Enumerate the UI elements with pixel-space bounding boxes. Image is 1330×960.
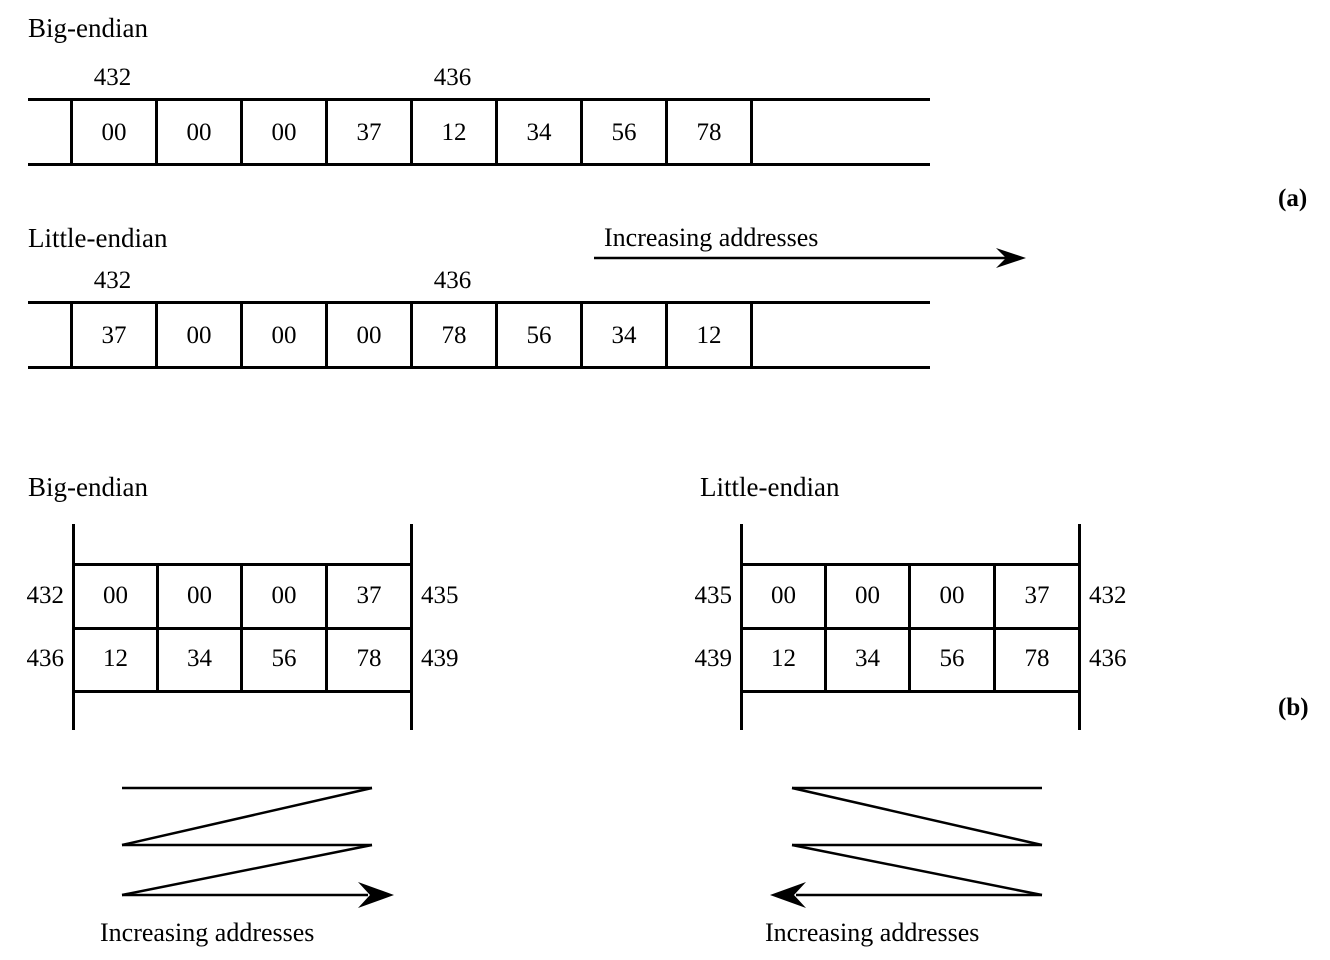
grid-byte-cell: 00 xyxy=(939,581,965,609)
grid-row-right-address: 432 xyxy=(1089,581,1127,609)
grid-byte-cell: 12 xyxy=(103,645,128,672)
part-a-little-endian-tape: 37 00 00 00 78 56 34 12 xyxy=(28,301,930,369)
tape-byte-cell: 37 xyxy=(356,118,382,146)
grid-byte-cell: 78 xyxy=(356,645,382,672)
tape-byte-cell: 78 xyxy=(441,321,467,349)
grid-row-left-address: 432 xyxy=(26,581,65,609)
part-a-increasing-addresses-label: Increasing addresses xyxy=(604,223,819,252)
tape-divider xyxy=(70,101,73,163)
tape-bottom-rail xyxy=(28,366,930,369)
tape-divider xyxy=(410,101,413,163)
grid-byte-cell: 00 xyxy=(771,581,796,609)
grid-byte-cell: 34 xyxy=(855,645,880,672)
grid-row-right-address: 435 xyxy=(421,581,459,609)
tape-divider xyxy=(155,101,158,163)
grid-byte-cell: 56 xyxy=(939,645,965,672)
part-a-little-endian-address-436: 436 xyxy=(433,267,472,294)
tape-divider xyxy=(70,304,73,366)
tape-divider xyxy=(665,101,668,163)
grid-byte-cell: 00 xyxy=(271,581,297,609)
grid-row-left-address: 439 xyxy=(694,645,733,672)
part-a-little-endian-address-432: 432 xyxy=(93,267,132,294)
part-b-big-endian-increasing-addresses-label: Increasing addresses xyxy=(100,918,315,947)
part-b-little-endian-grid: 435 00 00 00 37 432 439 12 34 56 78 436 xyxy=(668,500,1188,745)
part-b-little-endian-heading: Little-endian xyxy=(700,472,840,502)
grid-column-separator xyxy=(824,563,827,693)
tape-divider xyxy=(665,304,668,366)
tape-divider xyxy=(240,304,243,366)
grid-byte-cell: 78 xyxy=(1024,645,1050,672)
tape-divider xyxy=(155,304,158,366)
tape-divider xyxy=(325,304,328,366)
part-b-big-endian-heading: Big-endian xyxy=(28,472,148,502)
tape-byte-cell: 12 xyxy=(696,321,722,349)
part-a-big-endian-tape: 00 00 00 37 12 34 56 78 xyxy=(28,98,930,166)
tape-divider xyxy=(495,101,498,163)
tape-divider xyxy=(495,304,498,366)
part-a-big-endian-address-432: 432 xyxy=(93,64,132,91)
tape-byte-cell: 00 xyxy=(356,321,382,349)
tape-divider xyxy=(580,304,583,366)
part-b-little-endian-increasing-addresses-label: Increasing addresses xyxy=(765,918,980,947)
tape-bottom-rail xyxy=(28,163,930,166)
grid-column-separator xyxy=(908,563,911,693)
tape-divider xyxy=(750,304,753,366)
part-b-little-endian-zigzag-arrow-icon xyxy=(770,786,1043,908)
tape-top-rail xyxy=(28,301,930,304)
tape-byte-cell: 56 xyxy=(611,118,637,146)
grid-column-separator xyxy=(156,563,159,693)
panel-label-b: (b) xyxy=(1278,694,1309,721)
panel-label-a: (a) xyxy=(1278,185,1308,212)
part-b-big-endian-zigzag-arrow-icon xyxy=(121,786,394,908)
tape-byte-cell: 00 xyxy=(271,321,297,349)
part-b-big-endian-grid: 432 00 00 00 37 435 436 12 34 56 78 439 xyxy=(0,500,520,745)
tape-byte-cell: 37 xyxy=(101,321,127,349)
tape-byte-cell: 56 xyxy=(526,321,552,349)
grid-column-separator xyxy=(240,563,243,693)
tape-divider xyxy=(325,101,328,163)
tape-divider xyxy=(410,304,413,366)
grid-row-right-address: 439 xyxy=(421,645,459,672)
grid-byte-cell: 37 xyxy=(356,581,382,609)
tape-byte-cell: 00 xyxy=(271,118,297,146)
grid-byte-cell: 34 xyxy=(187,645,212,672)
grid-row-left-address: 435 xyxy=(694,581,733,609)
part-a-increasing-addresses-arrow-icon xyxy=(594,248,1026,268)
tape-byte-cell: 78 xyxy=(696,118,722,146)
tape-divider xyxy=(750,101,753,163)
grid-byte-cell: 56 xyxy=(271,645,297,672)
part-a-big-endian-heading: Big-endian xyxy=(28,13,148,43)
tape-divider xyxy=(580,101,583,163)
tape-byte-cell: 00 xyxy=(186,321,212,349)
grid-column-separator xyxy=(325,563,328,693)
grid-byte-cell: 00 xyxy=(187,581,212,609)
tape-byte-cell: 34 xyxy=(526,118,552,146)
grid-byte-cell: 37 xyxy=(1024,581,1050,609)
grid-row-right-address: 436 xyxy=(1089,645,1127,672)
grid-byte-cell: 00 xyxy=(103,581,128,609)
grid-byte-cell: 12 xyxy=(771,645,796,672)
part-a-big-endian-address-436: 436 xyxy=(433,64,472,91)
tape-byte-cell: 12 xyxy=(441,118,467,146)
tape-byte-cell: 00 xyxy=(186,118,212,146)
grid-column-separator xyxy=(993,563,996,693)
grid-row-left-address: 436 xyxy=(26,645,65,672)
tape-top-rail xyxy=(28,98,930,101)
tape-divider xyxy=(240,101,243,163)
tape-byte-cell: 00 xyxy=(101,118,127,146)
part-a-little-endian-heading: Little-endian xyxy=(28,223,168,253)
grid-byte-cell: 00 xyxy=(855,581,880,609)
tape-byte-cell: 34 xyxy=(611,321,637,349)
